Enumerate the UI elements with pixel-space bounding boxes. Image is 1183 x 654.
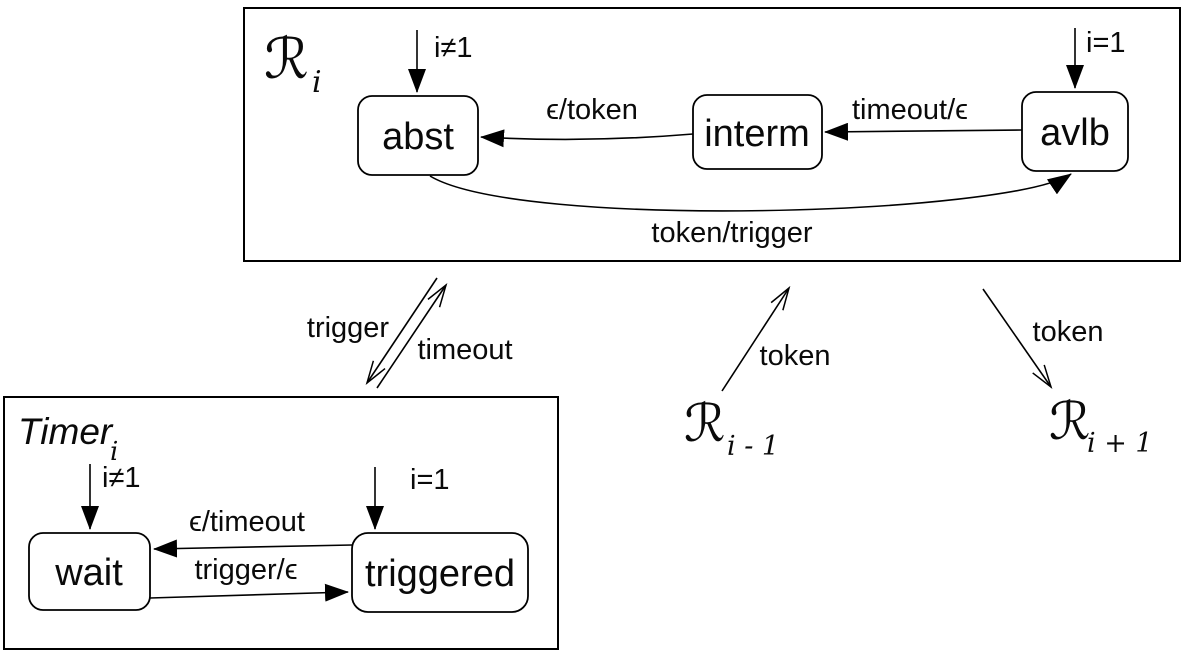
neighbor-next-subscript: i + 1	[1087, 428, 1153, 459]
sync-trigger-arrow	[365, 277, 438, 386]
token-to-next-label: token	[1033, 316, 1104, 348]
state-avlb	[1021, 91, 1129, 172]
state-interm	[692, 94, 823, 170]
timer-title-subscript: i	[110, 437, 118, 467]
edge-triggered-to-wait	[153, 539, 353, 558]
init-arrow-triggered-label: i=1	[410, 464, 450, 496]
edge-wait-to-triggered	[149, 583, 349, 602]
state-avlb-label: avlb	[1040, 112, 1110, 154]
sync-timeout-label: timeout	[417, 334, 512, 366]
edge-abst-to-avlb	[429, 173, 1072, 212]
edge-interm-to-abst	[480, 129, 694, 148]
token-to-next-arrow	[982, 288, 1053, 390]
state-abst-label: abst	[382, 116, 454, 158]
state-wait	[28, 532, 151, 611]
edge-wait-to-triggered-label: trigger/ϵ	[194, 554, 297, 586]
neighbor-prev-subscript: i - 1	[727, 431, 779, 462]
init-arrow-abst-label: i≠1	[434, 32, 473, 64]
timer-title: Timer	[18, 411, 114, 452]
state-wait-label: wait	[54, 552, 123, 594]
edge-triggered-to-wait-label: ϵ/timeout	[189, 506, 305, 538]
sync-timeout-arrow	[376, 282, 448, 389]
init-arrow-wait-label: i≠1	[102, 462, 141, 494]
edge-abst-to-avlb-label: token/trigger	[651, 217, 813, 249]
state-abst	[357, 95, 479, 176]
token-from-prev-arrow	[721, 285, 791, 392]
ri-title-subscript: i	[312, 65, 322, 100]
sync-trigger-label: trigger	[307, 312, 390, 344]
init-arrow-avlb-label: i=1	[1086, 27, 1126, 59]
edge-avlb-to-interm	[824, 122, 1023, 141]
neighbor-next-label: ℛ	[1049, 392, 1091, 452]
state-triggered	[351, 532, 529, 613]
ri-title: ℛ	[264, 27, 309, 92]
token-from-prev-label: token	[760, 340, 831, 372]
state-interm-label: interm	[704, 113, 810, 155]
neighbor-prev-label: ℛ	[684, 394, 726, 454]
edge-interm-to-abst-label: ϵ/token	[546, 94, 638, 126]
edge-avlb-to-interm-label: timeout/ϵ	[852, 94, 968, 126]
state-triggered-label: triggered	[365, 553, 515, 595]
